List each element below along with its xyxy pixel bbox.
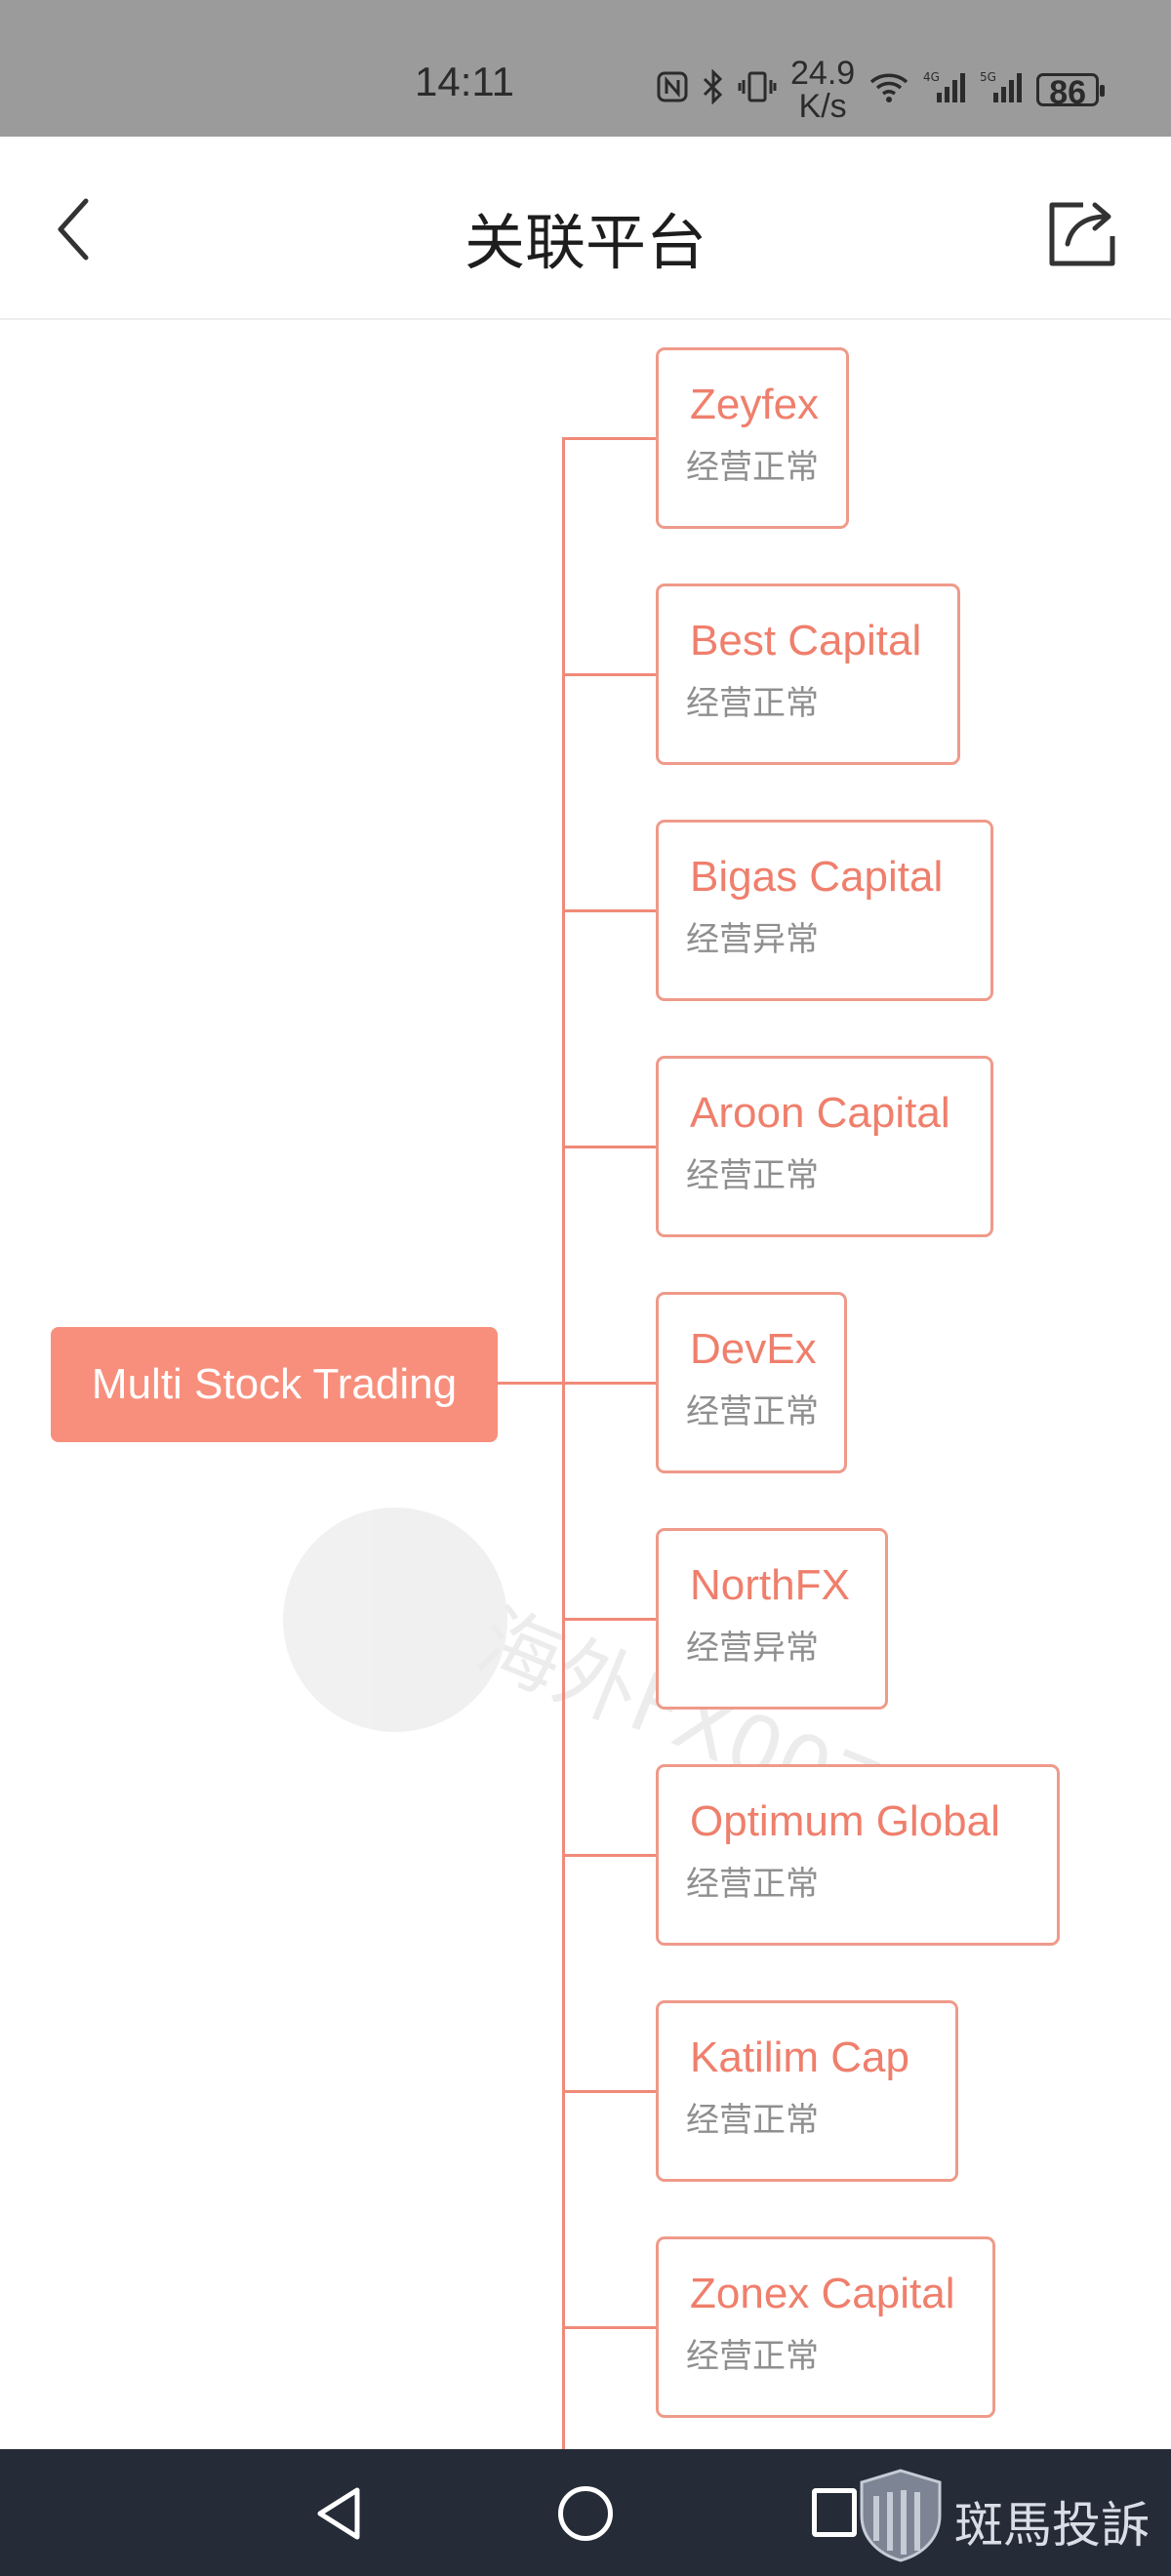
chevron-left-icon xyxy=(58,198,89,261)
platform-card[interactable]: DevEx 经营正常 xyxy=(656,1292,847,1473)
back-button[interactable] xyxy=(39,185,107,273)
platform-status: 经营正常 xyxy=(686,1392,819,1431)
branch-line xyxy=(564,909,656,912)
signal-4g-icon: 4G xyxy=(923,69,966,110)
brand-name: 斑馬投訴 xyxy=(954,2497,1150,2554)
platform-name: Optimum Global xyxy=(690,1797,1000,1845)
platform-name: Bigas Capital xyxy=(690,853,944,901)
root-node[interactable]: Multi Stock Trading xyxy=(51,1327,498,1442)
platform-status: 经营正常 xyxy=(686,1865,819,1904)
platform-card[interactable]: Optimum Global 经营正常 xyxy=(656,1764,1060,1946)
platform-name: Katilim Cap xyxy=(690,2033,909,2081)
platform-status: 经营异常 xyxy=(686,920,819,959)
nfc-icon xyxy=(656,70,689,109)
platform-card[interactable]: Katilim Cap 经营正常 xyxy=(656,2000,958,2182)
branch-line xyxy=(564,1382,656,1385)
platform-card[interactable]: Zonex Capital 经营正常 xyxy=(656,2236,995,2418)
branch-line xyxy=(564,1146,656,1148)
signal-4g-label: 4G xyxy=(923,70,940,84)
branch-line xyxy=(564,437,656,440)
signal-5g-icon: 5G xyxy=(980,69,1023,110)
status-bar: 14:11 24.9 K/s 4G 5G 86 xyxy=(0,0,1171,137)
branch-line xyxy=(564,1618,656,1621)
platform-card[interactable]: Zeyfex 经营正常 xyxy=(656,347,849,529)
platform-card[interactable]: NorthFX 经营异常 xyxy=(656,1528,888,1710)
platform-status: 经营正常 xyxy=(686,1156,819,1195)
vibrate-icon xyxy=(738,70,777,109)
branch-line xyxy=(564,2326,656,2329)
platform-status: 经营正常 xyxy=(686,2337,819,2376)
nav-back-icon xyxy=(317,2487,360,2540)
root-connector-line xyxy=(496,1382,564,1385)
branch-line xyxy=(564,1854,656,1857)
nav-recents-button[interactable] xyxy=(812,2488,857,2537)
nav-home-button[interactable] xyxy=(558,2486,613,2541)
platform-card[interactable]: Best Capital 经营正常 xyxy=(656,584,960,765)
branch-line xyxy=(564,673,656,676)
share-icon xyxy=(1049,202,1115,266)
signal-5g-label: 5G xyxy=(980,70,996,84)
platform-name: Best Capital xyxy=(690,617,922,664)
bluetooth-icon xyxy=(703,68,724,110)
nav-back-button[interactable] xyxy=(312,2484,367,2543)
tree-trunk-line xyxy=(562,437,565,2449)
wifi-icon xyxy=(868,70,909,109)
watermark-logo-icon xyxy=(283,1508,507,1732)
platform-name: NorthFX xyxy=(690,1561,850,1609)
status-time: 14:11 xyxy=(415,59,514,104)
app-header: 关联平台 xyxy=(0,137,1171,320)
net-speed: 24.9 K/s xyxy=(790,57,855,123)
platform-name: Aroon Capital xyxy=(690,1089,950,1137)
platform-status: 经营正常 xyxy=(686,2101,819,2140)
platform-status: 经营正常 xyxy=(686,448,819,487)
share-button[interactable] xyxy=(1044,191,1122,269)
system-nav-bar: 斑馬投訴 xyxy=(0,2449,1171,2576)
page-title: 关联平台 xyxy=(464,207,707,278)
platform-name: Zeyfex xyxy=(690,381,820,428)
platform-status: 经营正常 xyxy=(686,684,819,723)
net-speed-unit: K/s xyxy=(798,88,847,125)
status-icons: 24.9 K/s 4G 5G 86 xyxy=(656,57,1106,123)
platform-card[interactable]: Aroon Capital 经营正常 xyxy=(656,1056,993,1237)
platform-name: DevEx xyxy=(690,1325,817,1373)
battery-icon: 86 xyxy=(1036,73,1106,109)
branch-line xyxy=(564,2090,656,2093)
platform-card[interactable]: Bigas Capital 经营异常 xyxy=(656,820,993,1001)
platform-name: Zonex Capital xyxy=(690,2270,955,2317)
net-speed-value: 24.9 xyxy=(790,55,856,92)
platform-status: 经营异常 xyxy=(686,1629,819,1668)
zebra-shield-icon xyxy=(855,2467,947,2564)
